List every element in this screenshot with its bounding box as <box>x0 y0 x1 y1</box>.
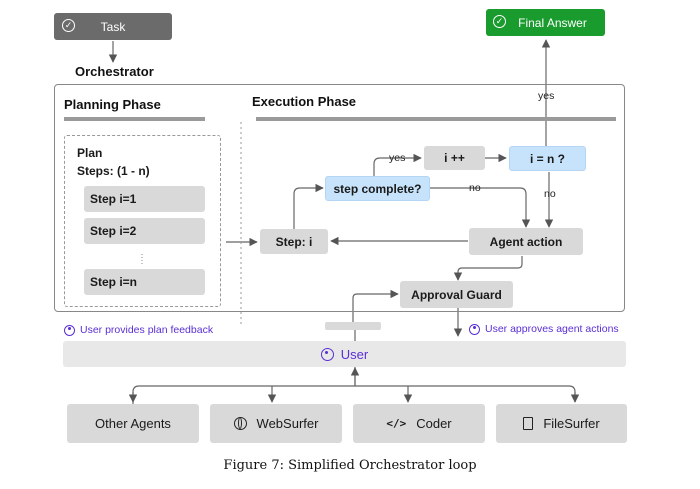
plan-step-label: Step i=1 <box>90 192 137 206</box>
approval-guard-node: Approval Guard <box>400 281 513 308</box>
agent-label: FileSurfer <box>543 416 600 431</box>
agent-label: Other Agents <box>95 416 171 431</box>
check-circle-icon: ✓ <box>62 19 75 32</box>
user-bar-label: User <box>340 346 369 362</box>
i-increment-label: i ++ <box>444 151 465 165</box>
user-icon <box>469 323 480 335</box>
planning-phase-title: Planning Phase <box>64 97 161 112</box>
agent-action-node: Agent action <box>469 228 583 255</box>
orchestrator-label: Orchestrator <box>75 64 154 79</box>
execution-phase-title: Execution Phase <box>252 94 357 109</box>
globe-icon <box>233 417 247 430</box>
agent-label: Coder <box>416 416 452 431</box>
final-answer-label: Final Answer <box>518 15 587 30</box>
plan-step-label: Step i=2 <box>90 224 137 238</box>
plan-title: Plan <box>77 146 103 160</box>
orchestrator-container <box>54 84 625 312</box>
plan-step-2: Step i=2 <box>84 218 205 244</box>
plan-step-label: Step i=n <box>90 275 138 289</box>
edge-label-yes-final: yes <box>538 90 555 102</box>
figure-caption: Figure 7: Simplified Orchestrator loop <box>223 458 477 473</box>
edge-label-yes-increment: yes <box>389 152 406 164</box>
action-approval-note: User approves agent actions <box>469 323 619 335</box>
agent-action-label: Agent action <box>489 234 563 249</box>
i-increment-node: i ++ <box>424 146 485 170</box>
plan-feedback-text: User provides plan feedback <box>80 324 214 336</box>
agent-coder: </> Coder <box>353 404 485 443</box>
user-icon <box>320 347 334 361</box>
edge-label-no-complete: no <box>469 182 481 194</box>
agent-filesurfer: FileSurfer <box>496 404 627 443</box>
i-equals-n-node: i = n ? <box>509 146 586 171</box>
user-bar: User <box>63 341 626 367</box>
code-icon: </> <box>386 417 407 430</box>
approval-guard-label: Approval Guard <box>411 287 502 302</box>
agent-label: WebSurfer <box>256 416 319 431</box>
plan-steps-label: Steps: (1 - n) <box>77 164 150 178</box>
check-circle-icon: ✓ <box>493 15 506 28</box>
step-complete-label: step complete? <box>333 181 422 196</box>
user-icon <box>64 324 75 336</box>
plan-step-1: Step i=1 <box>84 186 205 212</box>
final-answer-node: ✓ Final Answer <box>486 9 605 36</box>
step-complete-node: step complete? <box>325 176 430 201</box>
step-i-node: Step: i <box>260 229 328 254</box>
step-i-label: Step: i <box>275 234 313 249</box>
plan-step-n: Step i=n <box>84 269 205 295</box>
i-equals-n-label: i = n ? <box>529 151 565 166</box>
plan-feedback-note: User provides plan feedback <box>64 324 213 336</box>
agent-websurfer: WebSurfer <box>210 404 342 443</box>
file-icon <box>523 417 534 430</box>
action-approval-text: User approves agent actions <box>485 323 619 335</box>
edge-label-no-ieqn: no <box>544 188 556 200</box>
agent-other-agents: Other Agents <box>67 404 199 443</box>
plan-box <box>64 135 221 307</box>
task-label: Task <box>100 19 126 34</box>
task-node: ✓ Task <box>54 13 172 40</box>
